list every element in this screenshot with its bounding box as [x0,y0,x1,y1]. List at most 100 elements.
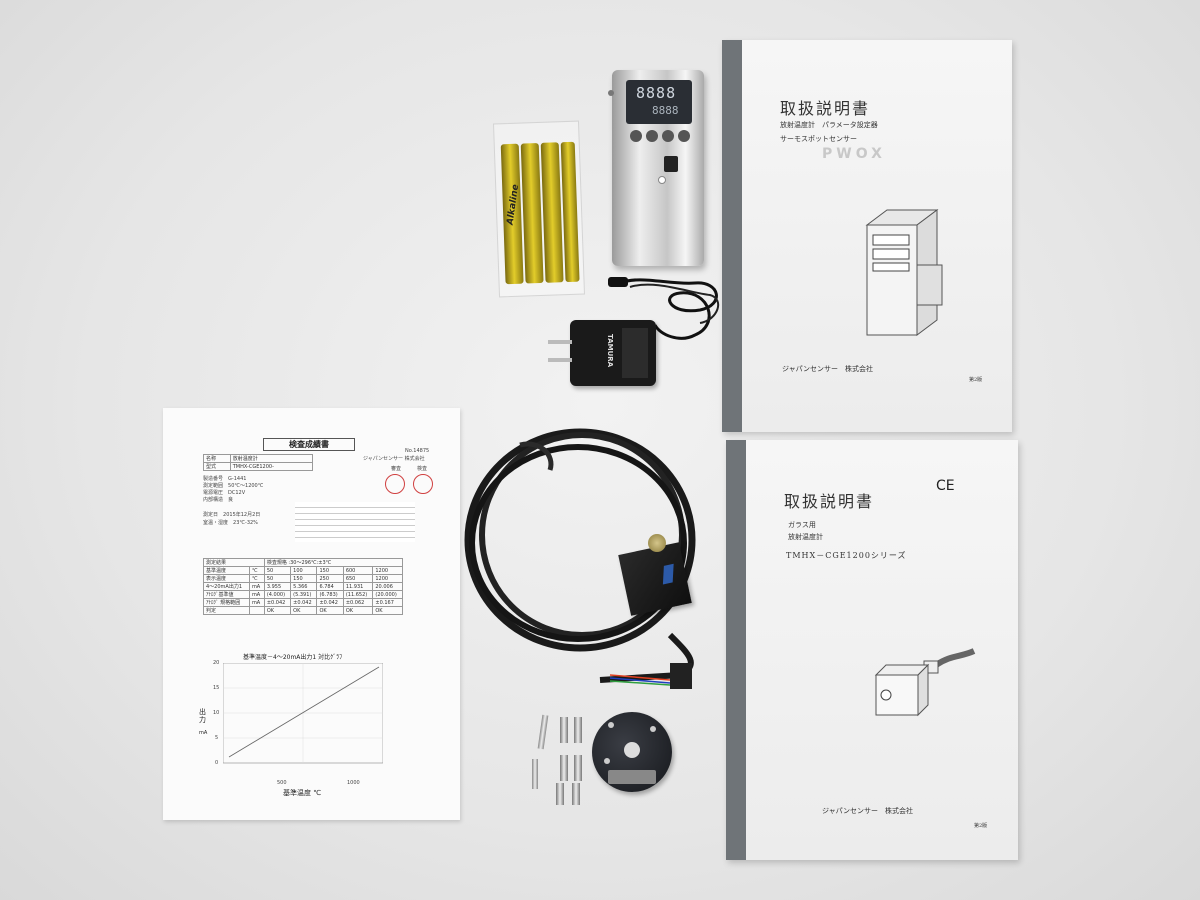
plug-prong-2 [548,358,572,362]
manual-bottom: 取扱説明書 CE ガラス用 放射温度計 TMHX－CGE1200シリーズ ジャパ… [726,440,1018,860]
date-row: 測定日 2015年12月2日 [203,512,261,518]
battery-4 [560,141,580,283]
spec-row-4: 内部構造 良 [203,497,234,503]
display-upper: 8888 [636,84,677,102]
reference-list [295,502,415,542]
manual-top-edition: 第2版 [969,377,983,383]
screw-4 [574,755,582,781]
manual-bottom-subtitle2: 放射温度計 [788,533,823,541]
controller-button-1[interactable] [630,130,642,142]
graph-ytick-0: 0 [215,760,219,766]
flange-plate [608,770,656,784]
type-label: 型式 [203,462,231,471]
graph-ylabel: 出力 [199,708,206,724]
screw-1 [560,717,568,743]
power-jack [658,176,666,184]
sensor-connector [648,534,666,552]
manual-top-spine [722,40,742,432]
manual-bottom-company: ジャパンセンサー 株式会社 [822,807,913,815]
flange-hole-3 [604,758,610,764]
battery-2 [520,142,544,284]
manual-top-subtitle2: サーモスポットセンサー [780,135,857,143]
type-value: TMHX-CGE1200- [229,462,314,471]
inspect-label: 検査 [417,466,428,472]
manual-bottom-spine [726,440,746,860]
manual-bottom-model: TMHX－CGE1200シリーズ [786,551,907,560]
power-switch[interactable] [664,156,678,172]
graph-xtick-1000: 1000 [347,780,360,786]
name-label: 名称 [203,454,231,463]
adapter-brand: TAMURA [606,334,614,368]
graph-ytick-10: 10 [213,710,220,716]
screw-3 [560,755,568,781]
ac-adapter: TAMURA [570,320,656,386]
manual-top-company: ジャパンセンサー 株式会社 [782,365,873,373]
spec-row-3: 電源電圧 DC12V [203,490,246,496]
env-row: 室温・湿度 23℃-32% [203,520,258,526]
parameter-controller: 8888 8888 [608,70,704,266]
adapter-label-plate [622,328,648,378]
manual-bottom-edition: 第2版 [974,823,988,829]
manual-top: 取扱説明書 放射温度計 パラメータ設定器 サーモスポットセンサー PWOX ジャ… [722,40,1012,432]
sensor-head [618,542,692,616]
battery-pack: Alkaline [492,120,586,298]
graph-xtick-500: 500 [277,780,287,786]
spec-rows: 製造番号 G-1441 測定範囲 50℃～1200℃ 電源電圧 DC12V 内部… [203,476,263,504]
graph-ytick-20: 20 [213,660,220,666]
side-screw-icon [608,90,614,96]
plug-prong-1 [548,340,572,344]
manual-bottom-subtitle1: ガラス用 [788,521,816,529]
sheet-number: No.14875 [405,448,430,454]
graph-ytick-15: 15 [213,685,220,691]
sensor-logo-icon [662,563,674,585]
ce-mark: CE [936,478,955,494]
graph-ytick-5: 5 [215,735,219,741]
screw-6 [572,783,580,805]
sensor-illustration [874,648,976,717]
inspect-stamp [413,474,433,494]
device-illustration [865,209,943,336]
controller-button-4[interactable] [678,130,690,142]
spec-row-2: 測定範囲 50℃～1200℃ [203,483,264,489]
name-value: 放射温度計 [229,454,314,463]
graph-xlabel: 基準温度 ℃ [283,789,322,797]
adapter-cord [608,277,720,340]
controller-buttons [630,128,690,144]
sensor-cable [464,428,696,689]
controller-button-3[interactable] [662,130,674,142]
flange-hole-2 [650,726,656,732]
screw-set [530,714,590,805]
manual-bottom-title: 取扱説明書 [784,492,875,511]
controller-button-2[interactable] [646,130,658,142]
flange-hole-1 [608,722,614,728]
sheet-title: 検査成績書 [263,438,355,451]
graph-yunit: mA [199,730,208,736]
mounting-flange [592,712,672,792]
graph-title: 基準温度－4～20mA出力1 対比ｸﾞﾗﾌ [243,654,343,661]
battery-3 [540,142,564,283]
sheet-company: ジャパンセンサー 株式会社 [363,456,425,462]
manual-top-subtitle1: 放射温度計 パラメータ設定器 [780,121,878,129]
approve-label: 審査 [391,466,402,472]
graph-plot [223,663,383,764]
screw-long-2 [532,759,538,789]
screw-2 [574,717,582,743]
spec-row-1: 製造番号 G-1441 [203,476,247,482]
flange-hole-center [624,742,640,758]
screw-5 [556,783,564,805]
display-lower: 8888 [652,104,679,117]
screw-long-1 [537,714,549,750]
approve-stamp [385,474,405,494]
manual-top-model: PWOX [822,146,886,162]
manual-top-title: 取扱説明書 [780,99,871,118]
controller-display: 8888 8888 [626,80,692,124]
